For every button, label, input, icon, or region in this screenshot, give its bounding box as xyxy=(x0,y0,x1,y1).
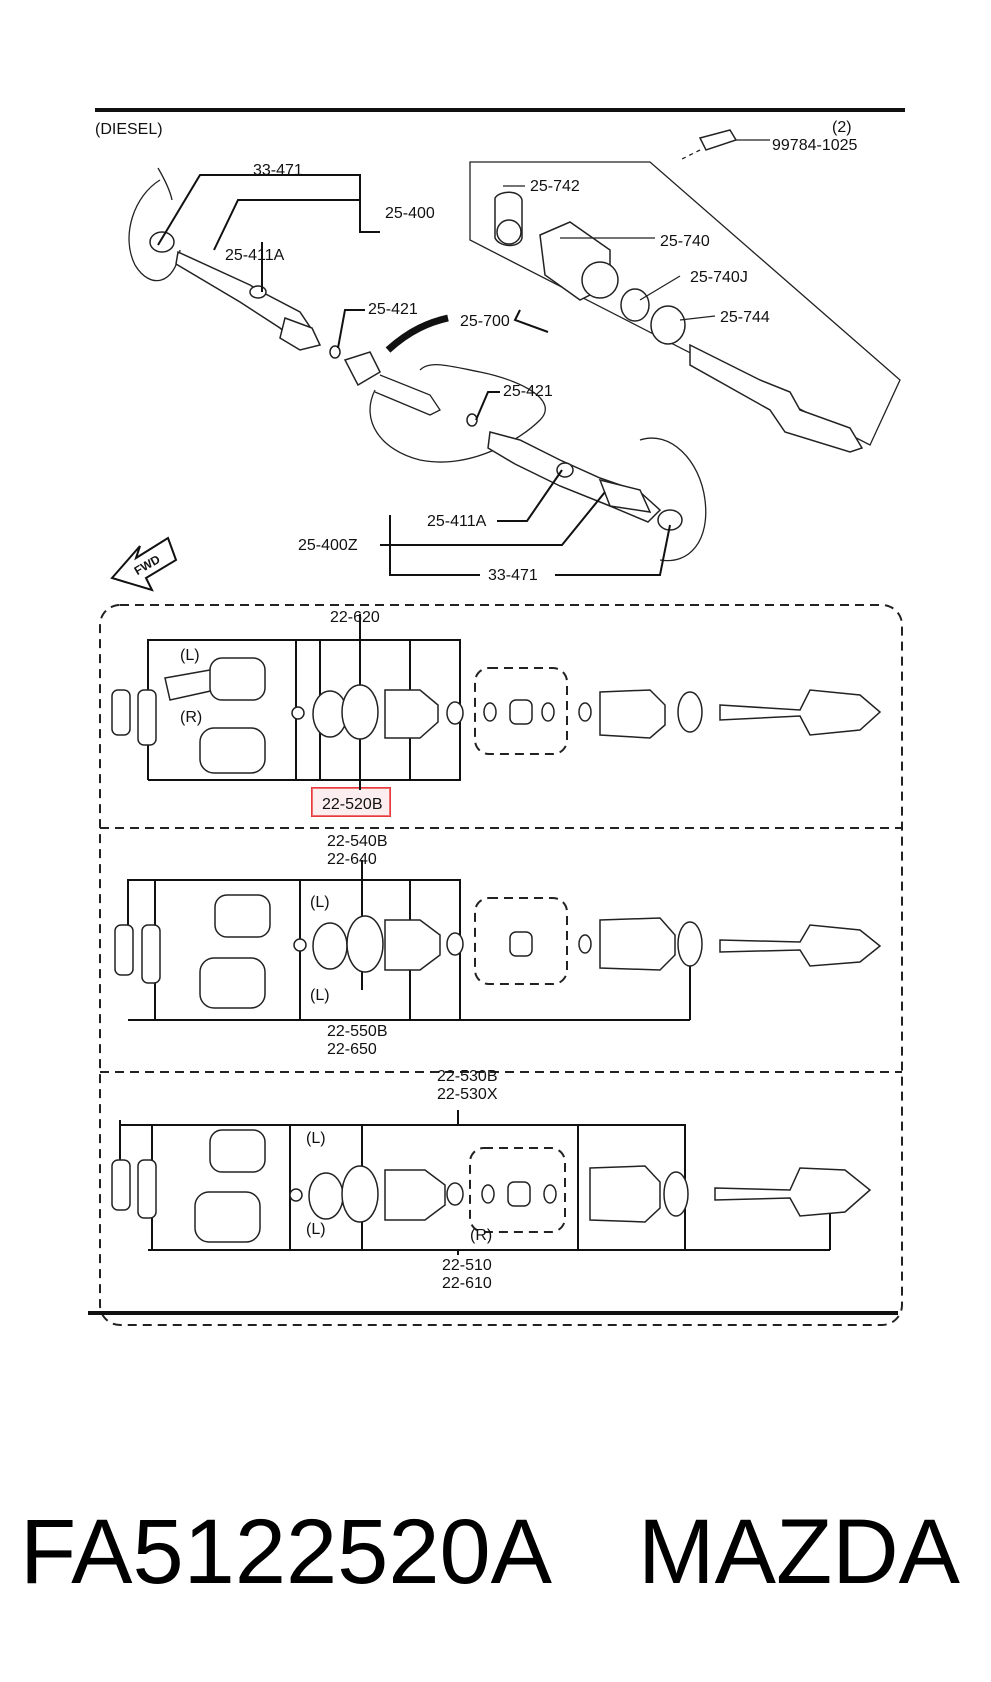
p2-label-22-650: 22-650 xyxy=(327,1041,377,1058)
left-hub-sketch xyxy=(128,179,181,282)
p2-label-22-540b: 22-540B xyxy=(327,833,388,850)
p2-label-22-640: 22-640 xyxy=(327,851,377,868)
bearing-arrow xyxy=(385,314,449,353)
bolt-99784 xyxy=(698,129,738,151)
label-33-471-b: 33-471 xyxy=(488,567,538,584)
label-25-740j: 25-740J xyxy=(690,269,748,286)
leader-33-471-a xyxy=(157,174,380,246)
p1-label-22-520b: 22-520B xyxy=(322,796,383,813)
p3-tag-r: (R) xyxy=(470,1227,492,1244)
transaxle-sketch xyxy=(369,364,546,463)
lower-panels-outline xyxy=(99,604,903,1326)
part-number-caption: FA5122520A xyxy=(20,1501,553,1603)
p1-tag-r: (R) xyxy=(180,709,202,726)
intermediate-shaft-box xyxy=(469,161,901,446)
p3-label-22-530x: 22-530X xyxy=(437,1086,498,1103)
p1-label-22-620: 22-620 xyxy=(330,609,380,626)
label-25-421-b: 25-421 xyxy=(503,383,553,400)
part-25-744 xyxy=(650,305,686,345)
right-hub-sketch xyxy=(639,437,707,562)
highlight-22-520b xyxy=(311,787,391,817)
label-33-471-a: 33-471 xyxy=(253,162,303,179)
p2-label-22-550b: 22-550B xyxy=(327,1023,388,1040)
label-25-421-a: 25-421 xyxy=(368,301,418,318)
diff-joint xyxy=(343,351,381,387)
p2-tag-l-top: (L) xyxy=(310,894,330,911)
part-25-740j xyxy=(620,288,650,322)
left-hub-nut xyxy=(149,231,175,253)
label-qty-2: (2) xyxy=(832,119,852,136)
upper-exploded-view xyxy=(128,129,901,576)
left-boot xyxy=(279,317,322,351)
label-25-744: 25-744 xyxy=(720,309,770,326)
fwd-arrow-icon: FWD xyxy=(110,536,178,592)
p3-tag-l-bottom: (L) xyxy=(306,1221,326,1238)
label-25-411a-b: 25-411A xyxy=(427,513,487,530)
p2-tag-l-bottom: (L) xyxy=(310,987,330,1004)
variant-label: (DIESEL) xyxy=(95,121,163,138)
p1-tag-l: (L) xyxy=(180,647,200,664)
label-25-740: 25-740 xyxy=(660,233,710,250)
label-25-400: 25-400 xyxy=(385,205,435,222)
p3-label-22-530b: 22-530B xyxy=(437,1068,498,1085)
p3-tag-l-top: (L) xyxy=(306,1130,326,1147)
label-25-400z: 25-400Z xyxy=(298,537,358,554)
clip-25-421-b xyxy=(466,413,478,427)
panel-2 xyxy=(114,860,882,1021)
right-boot xyxy=(598,478,652,513)
highlight-fill xyxy=(312,788,390,816)
brand-caption: MAZDA xyxy=(638,1501,961,1603)
panel-3 xyxy=(111,1110,872,1255)
intermediate-shaft xyxy=(689,343,864,453)
p3-label-22-610: 22-610 xyxy=(442,1275,492,1292)
label-99784-1025: 99784-1025 xyxy=(772,137,858,154)
label-25-411a-a: 25-411A xyxy=(225,247,285,264)
clip-25-421-a xyxy=(329,345,341,359)
label-25-700: 25-700 xyxy=(460,313,510,330)
label-25-742: 25-742 xyxy=(530,178,580,195)
p3-label-22-510: 22-510 xyxy=(442,1257,492,1274)
panel-1 xyxy=(111,614,882,817)
